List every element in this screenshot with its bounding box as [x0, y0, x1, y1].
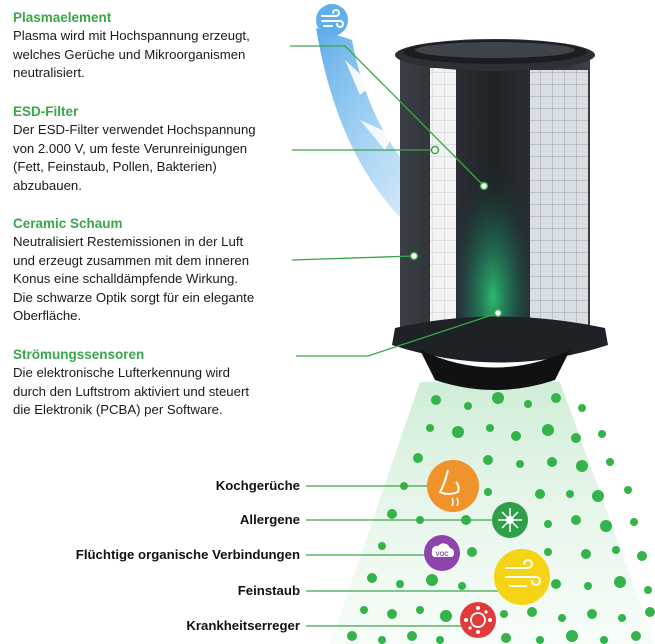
feature-description: Der ESD-Filter verwendet Hochspannung vo… [13, 121, 298, 195]
desc-line: die Elektronik (PCBA) per Software. [13, 402, 223, 417]
incoming-air-stream [316, 28, 470, 245]
feature-description: Plasma wird mit Hochspannung erzeugt, we… [13, 27, 298, 83]
pollutant-label-krankheitserreger: Krankheitserreger [186, 618, 300, 633]
pollen-icon [492, 502, 528, 538]
desc-line: Die schwarze Optik sorgt für ein elegant… [13, 289, 255, 305]
marker-dot [493, 308, 503, 318]
pollutant-label-allergene: Allergene [239, 512, 300, 527]
purifier-cylinder [392, 39, 608, 390]
feature-title: Plasmaelement [13, 10, 112, 25]
feature-esd-filter: ESD-Filter Der ESD-Filter verwendet Hoch… [13, 103, 298, 195]
desc-line: Der ESD-Filter verwendet Hochspannung [13, 122, 256, 137]
germ-icon [460, 602, 496, 638]
voc-badge-text: VOC [435, 552, 449, 558]
nose-smell-icon [427, 460, 479, 512]
feature-description: Die elektronische Lufterkennung wird dur… [13, 364, 298, 420]
feature-description: Neutralisiert Restemissionen in der Luft… [13, 233, 298, 326]
pollutant-label-voc: Flüchtige organische Verbindungen [75, 547, 300, 562]
clean-air-particles [347, 392, 655, 644]
desc-line: (Fett, Feinstaub, Pollen, Bakterien) [13, 159, 217, 174]
desc-line: durch den Luftstrom aktiviert und steuer… [13, 383, 250, 399]
marker-dot [479, 181, 489, 191]
feature-stroemungssensoren: Strömungssensoren Die elektronische Luft… [13, 346, 298, 420]
desc-line: Konus eine schalldämpfende Wirkung. [13, 271, 239, 286]
dust-wind-icon [494, 549, 550, 605]
feature-title: Ceramic Schaum [13, 216, 123, 231]
desc-line: von 2.000 V, um feste Verunreinigungen [13, 140, 248, 156]
desc-line: welches Gerüche und Mikroorganismen [13, 46, 246, 62]
voc-cloud-icon: VOC [424, 535, 460, 571]
desc-line: abzubauen. [13, 177, 82, 193]
feature-plasmaelement: Plasmaelement Plasma wird mit Hochspannu… [13, 9, 298, 83]
feature-title: ESD-Filter [13, 104, 79, 119]
pollutant-label-kochgerueche: Kochgerüche [215, 478, 300, 493]
pollutant-leader-lines [306, 485, 498, 627]
feature-leader-lines [290, 45, 499, 357]
marker-dot [409, 251, 419, 261]
marker-dot [430, 145, 440, 155]
desc-line: Neutralisiert Restemissionen in der Luft [13, 234, 244, 249]
desc-line: Die elektronische Lufterkennung wird [13, 365, 230, 380]
wind-icon [321, 9, 344, 28]
desc-line: neutralisiert. [13, 65, 85, 80]
feature-ceramic-schaum: Ceramic Schaum Neutralisiert Restemissio… [13, 215, 298, 326]
pollutant-label-feinstaub: Feinstaub [237, 583, 300, 598]
clean-air-cone [330, 382, 655, 644]
desc-line: und erzeugt zusammen mit dem inneren [13, 252, 250, 268]
feature-title: Strömungssensoren [13, 347, 145, 362]
desc-line: Oberfläche. [13, 308, 82, 323]
desc-line: Plasma wird mit Hochspannung erzeugt, [13, 28, 250, 43]
